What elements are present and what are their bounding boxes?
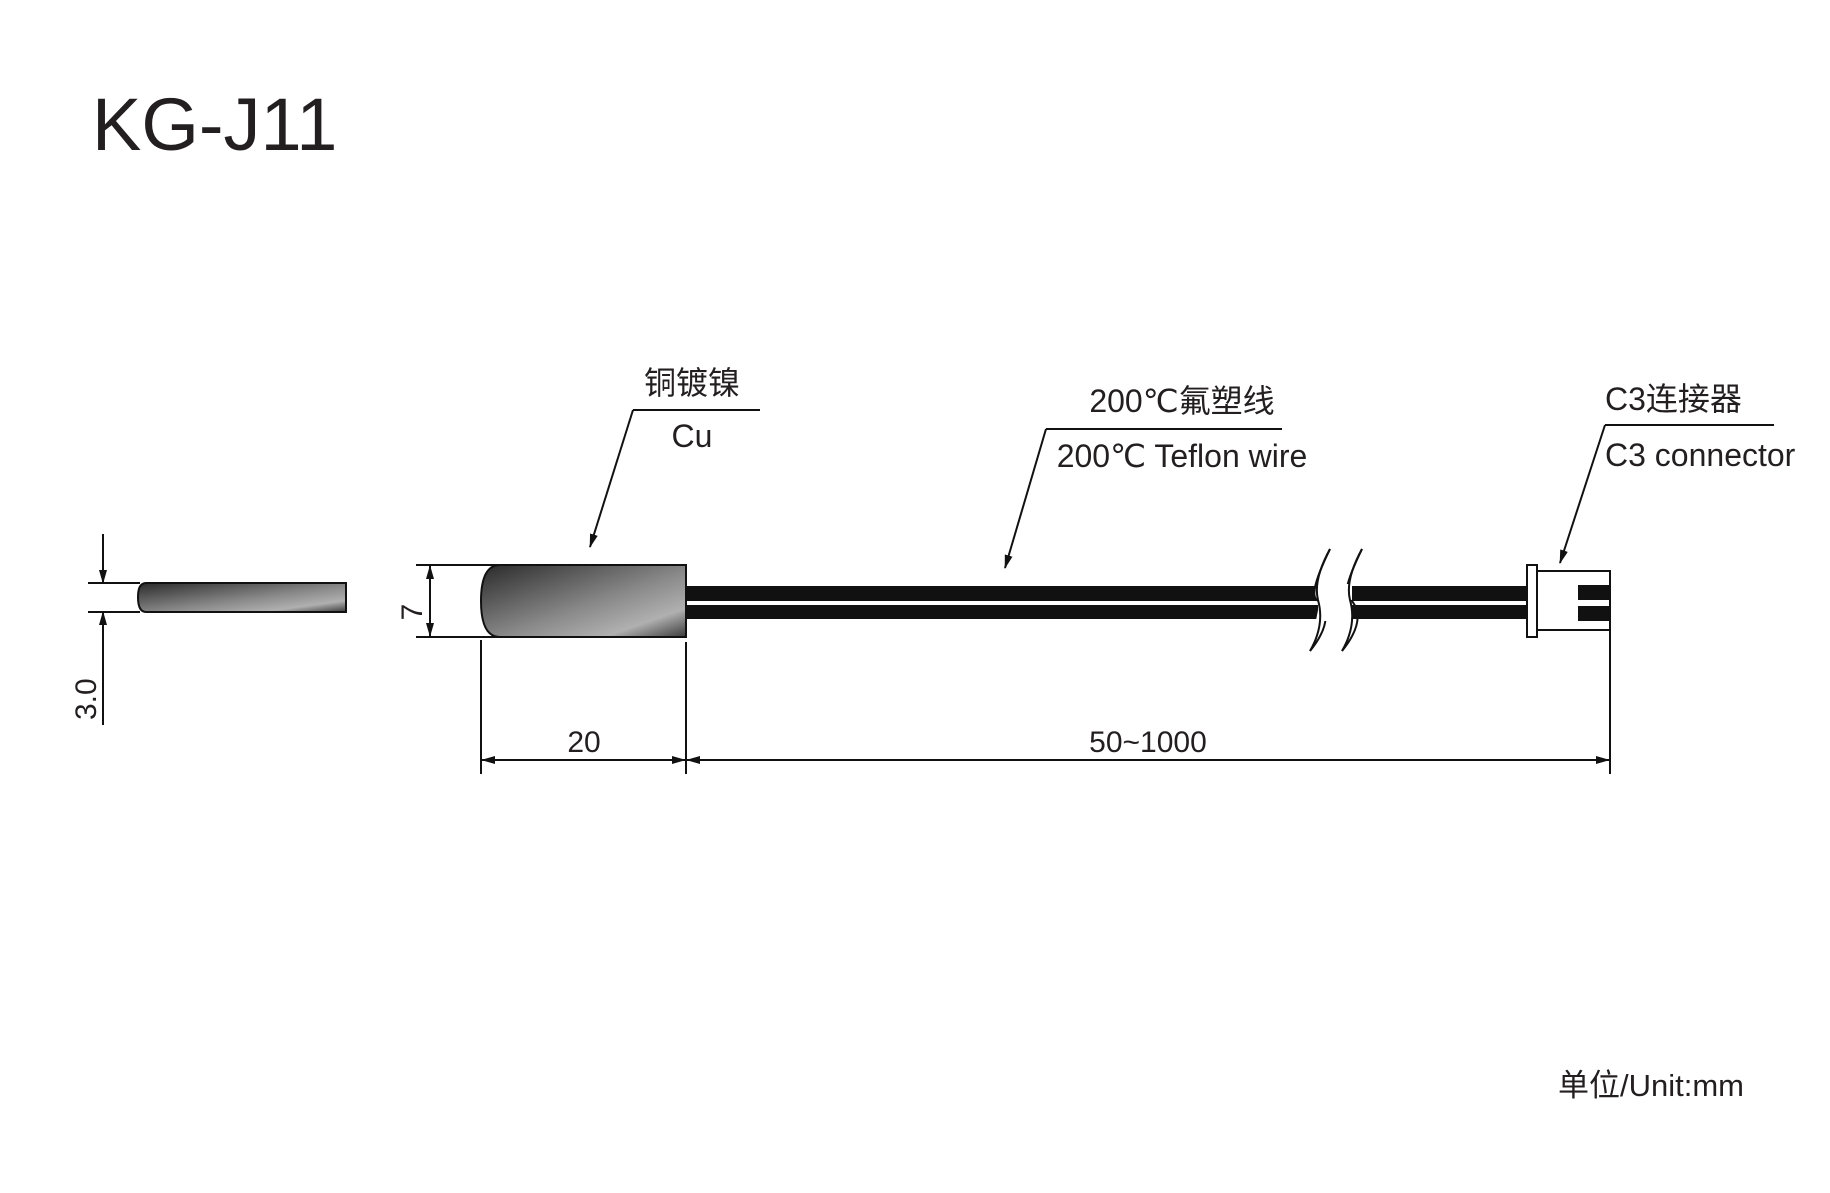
unit-note: 单位/Unit:mm xyxy=(1558,1068,1744,1103)
probe: 7 xyxy=(396,564,687,638)
dimension-thickness: 3.0 xyxy=(70,678,103,720)
c3-connector xyxy=(1526,564,1611,638)
dimension-wire-length: 50~1000 xyxy=(1089,726,1207,759)
length-dimensions: 20 50~1000 xyxy=(480,630,1611,774)
callout-probe: 铜镀镍 Cu xyxy=(589,365,760,548)
wire-label-cn: 200℃氟塑线 xyxy=(1089,383,1274,419)
probe-material-cn: 铜镀镍 xyxy=(644,365,740,401)
wire-label-en: 200℃ Teflon wire xyxy=(1057,438,1308,474)
dimension-probe-length: 20 xyxy=(567,726,600,759)
dimension-height: 7 xyxy=(396,604,429,621)
probe-side-body xyxy=(136,582,347,613)
teflon-wire xyxy=(686,548,1527,652)
connector-label-en: C3 connector xyxy=(1605,437,1796,473)
probe-body xyxy=(479,564,687,638)
connector-label-cn: C3连接器 xyxy=(1605,381,1742,417)
probe-material-en: Cu xyxy=(672,418,713,454)
side-view: 3.0 xyxy=(70,534,347,725)
product-title: KG-J11 xyxy=(92,83,337,166)
callout-wire: 200℃氟塑线 200℃ Teflon wire xyxy=(1004,383,1308,569)
callout-connector: C3连接器 C3 connector xyxy=(1559,381,1796,564)
